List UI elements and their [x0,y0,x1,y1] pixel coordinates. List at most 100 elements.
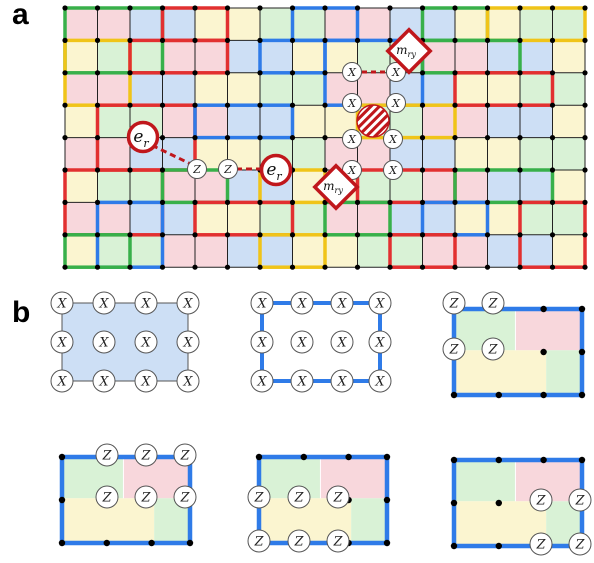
qubit-circle [290,369,314,393]
patch-vertex [383,453,391,461]
qubit-circle [287,529,311,553]
lattice-vertex [387,37,393,44]
measurement-subscript: ry [335,186,344,195]
qubit-label: X [388,164,398,177]
x-qubit: X [50,291,74,315]
patch-vertex [255,453,263,461]
qubit-circle [368,330,392,354]
qubit-label: X [337,335,348,350]
qubit-label: Z [294,534,304,549]
patch-vertex [450,456,458,464]
boundary-loop [260,301,382,383]
lattice-vertex [62,167,68,173]
patch-vertex [58,496,66,504]
qubit-label: Z [536,537,546,552]
lattice-tile [552,105,585,138]
qubit-label: X [297,335,308,350]
z-qubit: Z [247,529,271,553]
qubit-label: Z [141,490,151,505]
qubit-label: Z [449,296,459,311]
patch-vertex [300,453,307,461]
lattice-vertex [224,232,231,238]
lattice-vertex [62,135,68,141]
qubit-circle [368,369,392,393]
x-qubit: X [92,330,116,354]
lattice-vertex [517,70,523,76]
lattice-vertex [159,135,166,141]
qubit-label: X [257,335,268,350]
qubit-label: X [388,133,398,146]
lattice-vertex [62,102,68,108]
qubit-circle [92,291,116,315]
qubit-circle [250,330,274,354]
lattice-vertex [484,167,491,173]
lattice-vertex [224,264,231,270]
qubit-circle [481,337,505,361]
patch-vertex [103,539,111,547]
lattice-vertex [224,70,231,76]
boundary-outline [193,200,295,237]
qubit-label: Z [102,490,112,505]
x-qubit: X [342,129,362,149]
qubit-circle [95,485,119,509]
qubit-circle [290,291,314,315]
qubit-circle [529,488,553,512]
qubit-circle [326,529,350,553]
lattice-vertex [419,70,426,76]
lattice-vertex [62,37,68,44]
qubit-label: Z [223,163,232,176]
hatched-defect [356,104,390,138]
qubit-label: X [337,296,348,311]
z-qubit: Z [326,529,350,553]
lattice-vertex [517,102,523,108]
lattice-vertex [517,232,523,238]
lattice-vertex [387,264,393,270]
qubit-label: X [347,97,357,110]
lattice-vertex [517,135,523,141]
qubit-circle [50,291,74,315]
qubit-circle [250,291,274,315]
lattice-vertex [517,199,523,205]
patch-vertex [540,348,547,356]
qubit-label: X [99,296,110,311]
lattice-vertex [354,232,361,238]
lattice-vertex [257,70,263,76]
x-qubit: X [386,93,406,113]
qubit-label: Z [333,490,343,505]
qubit-circle [386,62,406,82]
lattice-vertex [322,5,328,11]
qubit-label: Z [536,493,546,508]
lattice-vertex [192,37,198,44]
patch-tile [546,350,582,395]
x-qubit: X [176,330,200,354]
qubit-circle [134,443,158,467]
x-qubit: X [290,330,314,354]
lattice-vertex [419,135,426,141]
error-circle [259,153,293,187]
lattice-tile [65,170,98,203]
z-qubit: Z [529,532,553,556]
lattice-vertex [94,5,101,11]
x-qubit: X [92,291,116,315]
patch-vertex [345,453,352,461]
lattice-vertex [289,37,296,44]
lattice-vertex [452,135,458,141]
lattice-vertex [484,37,491,44]
lattice-tile [552,40,585,73]
lattice-vertex [452,37,458,44]
lattice-vertex [419,199,426,205]
x-qubit: X [383,129,403,149]
measurement-marker: mry [312,163,360,211]
lattice-vertex [354,37,361,44]
lattice-vertex [94,199,101,205]
lattice-vertex [322,37,328,44]
qubit-label: Z [180,448,190,463]
patch-vertex [540,456,547,464]
z-qubit: Z [442,291,466,315]
lattice-vertex [62,5,68,11]
z-qubit: Z [442,337,466,361]
lattice-vertex [582,264,588,270]
qubit-circle [50,369,74,393]
qubit-label: Z [254,534,264,549]
